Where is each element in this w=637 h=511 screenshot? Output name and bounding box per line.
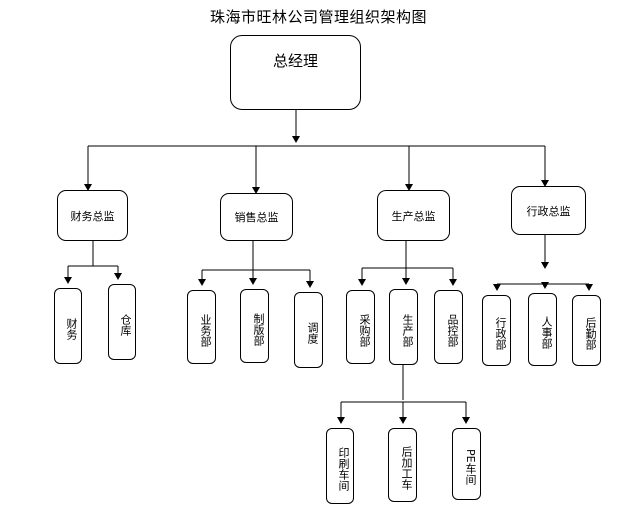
workshop-label: 后加工车 — [400, 446, 413, 490]
dept-label: 行政总监 — [526, 204, 571, 218]
workshop-node-post-processing: 后加工车 — [388, 428, 417, 502]
unit-label: 品控部 — [446, 313, 459, 347]
unit-label: 财务 — [65, 318, 78, 340]
workshop-node-pe: PE车间 — [452, 428, 481, 500]
unit-node-administration: 行政部 — [482, 295, 511, 366]
unit-label: 仓库 — [119, 314, 132, 336]
unit-label: 调度 — [306, 322, 319, 344]
unit-node-warehouse: 仓库 — [108, 284, 136, 360]
unit-node-plate-making: 制版部 — [240, 289, 269, 363]
unit-label: 人事部 — [540, 316, 553, 349]
unit-label: 采购部 — [358, 313, 371, 347]
dept-node-sales: 销售总监 — [220, 193, 293, 241]
workshop-label: PE车间 — [464, 449, 477, 485]
dept-label: 财务总监 — [70, 209, 115, 223]
workshop-node-printing: 印刷车间 — [326, 428, 354, 504]
unit-label: 后勤部 — [584, 317, 597, 350]
dept-node-production: 生产总监 — [377, 190, 450, 241]
unit-node-hr: 人事部 — [528, 293, 557, 366]
unit-node-logistics: 后勤部 — [572, 295, 601, 366]
unit-node-quality-control: 品控部 — [434, 290, 463, 364]
unit-node-finance: 财务 — [54, 288, 82, 364]
dept-node-admin: 行政总监 — [511, 186, 586, 235]
dept-label: 生产总监 — [391, 209, 436, 223]
workshop-label: 印刷车间 — [337, 447, 350, 491]
unit-node-production: 生产部 — [389, 289, 418, 365]
chart-title: 珠海市旺林公司管理组织架构图 — [209, 8, 427, 26]
dept-node-finance: 财务总监 — [57, 190, 128, 241]
unit-label: 生产部 — [401, 313, 414, 347]
root-label: 总经理 — [272, 52, 318, 70]
dept-label: 销售总监 — [234, 211, 279, 224]
root-node-general-manager: 总经理 — [230, 35, 361, 110]
unit-node-business: 业务部 — [187, 290, 216, 364]
unit-node-purchasing: 采购部 — [346, 290, 375, 364]
unit-label: 制版部 — [252, 312, 265, 346]
unit-label: 业务部 — [199, 313, 212, 347]
unit-label: 行政部 — [494, 317, 507, 350]
unit-node-dispatch: 调度 — [294, 292, 323, 368]
